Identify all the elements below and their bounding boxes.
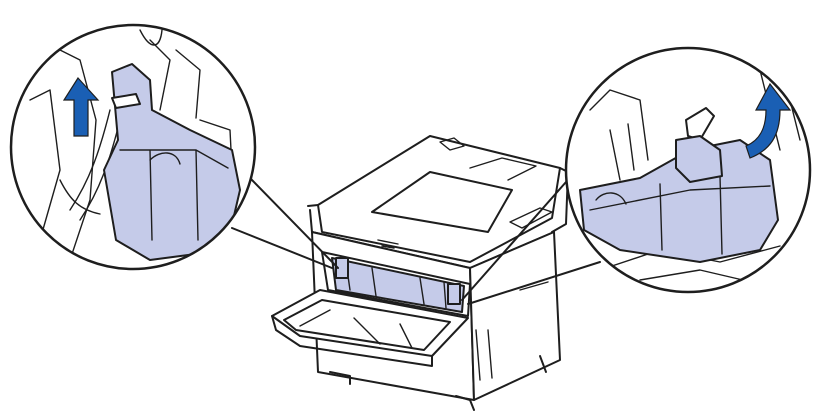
curved-up-arrow-icon [745, 82, 792, 159]
printer [271, 135, 569, 411]
right-zoom-detail [564, 46, 812, 294]
callout-line-left [249, 177, 339, 269]
fuser-lever-left [103, 63, 241, 261]
callout-line-right [461, 181, 567, 301]
fuser-unit [331, 257, 465, 313]
left-zoom-detail [9, 23, 257, 271]
up-arrow-icon [62, 77, 100, 137]
callout-line-left-lower [231, 227, 333, 269]
fuser-lever-right [579, 139, 779, 263]
callout-line-right-lower [467, 261, 601, 305]
